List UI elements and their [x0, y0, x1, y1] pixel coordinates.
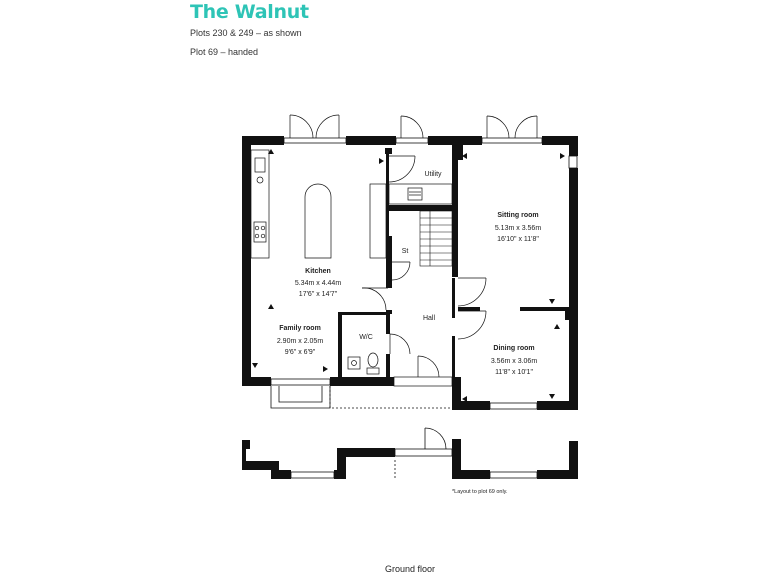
plots-line: Plots 230 & 249 – as shown [190, 28, 302, 38]
kitchen-label: Kitchen [305, 268, 331, 275]
kitchen-imperial: 17'6" x 14'7" [299, 291, 338, 298]
alternate-front-outline [290, 427, 538, 480]
dining-room-metric: 3.56m x 3.06m [491, 358, 537, 365]
family-room-label: Family room [279, 325, 321, 332]
staircase [419, 210, 453, 267]
plan-title: The Walnut [190, 1, 309, 23]
room-labels: Utility Sitting room 5.13m x 3.56m 16'10… [277, 171, 541, 376]
family-room-metric: 2.90m x 2.05m [277, 338, 323, 345]
floor-caption: Ground floor [384, 564, 436, 574]
windows [270, 137, 578, 410]
door-swings [289, 114, 538, 387]
footnote: *Layout to plot 69 only. [452, 489, 508, 495]
handed-line: Plot 69 – handed [190, 47, 259, 57]
utility-label: Utility [424, 171, 442, 178]
alternate-front-layout [242, 439, 578, 479]
sitting-room-label: Sitting room [497, 212, 538, 219]
dining-room-label: Dining room [493, 345, 534, 352]
sitting-room-metric: 5.13m x 3.56m [495, 225, 541, 232]
bay-window [270, 386, 452, 409]
internal-walls [338, 145, 572, 381]
kitchen-fittings [250, 149, 453, 259]
dimension-arrows [252, 149, 565, 402]
wc-fittings [347, 352, 380, 375]
family-room-imperial: 9'6" x 6'9" [285, 349, 316, 356]
kitchen-metric: 5.34m x 4.44m [295, 280, 341, 287]
dining-room-imperial: 11'8" x 10'1" [495, 369, 533, 376]
sitting-room-imperial: 16'10" x 11'8" [497, 236, 539, 243]
store-label: St [402, 248, 409, 255]
wc-label: W/C [359, 334, 373, 341]
hall-label: Hall [423, 315, 436, 322]
